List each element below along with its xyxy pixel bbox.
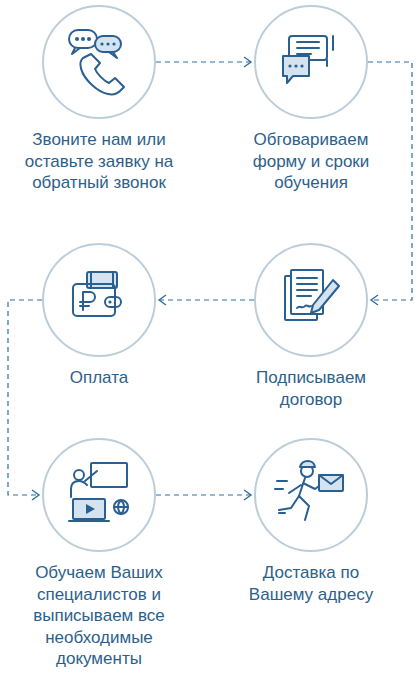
dashed-arrow bbox=[8, 300, 42, 495]
step-circle: Оплата bbox=[42, 243, 156, 357]
circle-outline bbox=[42, 5, 156, 119]
step-caption: Доставка по Вашему адресу bbox=[229, 562, 393, 605]
training-icon bbox=[69, 463, 128, 521]
circle-outline bbox=[42, 243, 156, 357]
step-circle: Обучаем Ваших специалистов и выписываем … bbox=[42, 438, 156, 552]
talk-icon bbox=[283, 36, 333, 83]
step-circle: Доставка по Вашему адресу bbox=[254, 438, 368, 552]
step-circle: Подписываем договор bbox=[254, 243, 368, 357]
step-circle: Звоните нам или оставьте заявку на обрат… bbox=[42, 5, 156, 119]
circle-ring bbox=[43, 439, 155, 551]
dashed-arrow bbox=[368, 62, 412, 300]
circle-ring bbox=[255, 439, 367, 551]
circle-ring bbox=[255, 6, 367, 118]
dashed-arrow bbox=[159, 299, 254, 300]
dashed-arrow bbox=[156, 61, 251, 62]
circle-ring bbox=[43, 244, 155, 356]
phone-icon bbox=[69, 30, 124, 94]
circle-outline bbox=[254, 243, 368, 357]
circle-outline bbox=[42, 438, 156, 552]
circle-ring bbox=[43, 6, 155, 118]
step-caption: Звоните нам или оставьте заявку на обрат… bbox=[17, 129, 181, 194]
step-caption: Оплата bbox=[17, 367, 181, 389]
circle-outline bbox=[254, 438, 368, 552]
circle-outline bbox=[254, 5, 368, 119]
step-caption: Обговариваем форму и сроки обучения bbox=[229, 129, 393, 194]
wallet-icon bbox=[73, 272, 121, 316]
step-caption: Обучаем Ваших специалистов и выписываем … bbox=[17, 562, 181, 670]
step-caption: Подписываем договор bbox=[229, 367, 393, 410]
dashed-arrow bbox=[156, 494, 251, 495]
contract-icon bbox=[285, 270, 339, 320]
courier-icon bbox=[275, 461, 343, 520]
circle-ring bbox=[255, 244, 367, 356]
step-circle: Обговариваем форму и сроки обучения bbox=[254, 5, 368, 119]
